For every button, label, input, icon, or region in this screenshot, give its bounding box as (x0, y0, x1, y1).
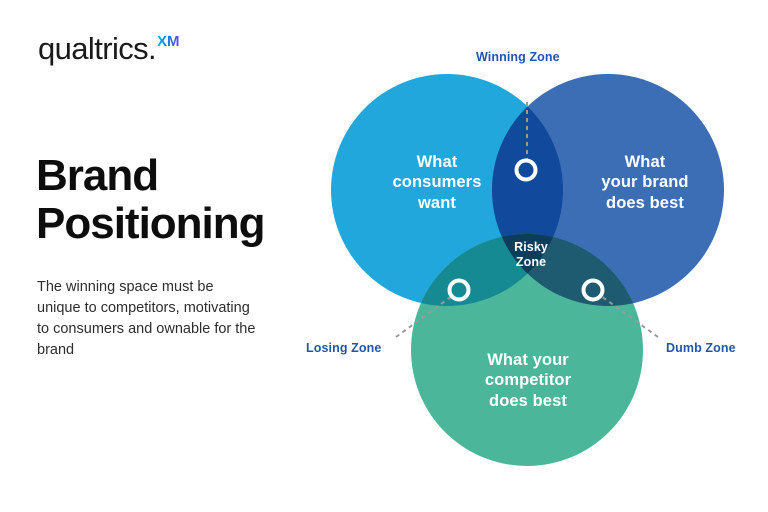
zone-label-winning: Winning Zone (476, 50, 560, 64)
marker-losing-zone[interactable] (447, 278, 471, 302)
connector-dumb-zone (600, 295, 659, 338)
marker-dumb-zone[interactable] (581, 278, 605, 302)
logo-xm-superscript: XM (157, 33, 180, 50)
zone-label-losing: Losing Zone (306, 341, 382, 355)
qualtrics-logo: qualtrics. XM (38, 33, 180, 64)
page-title: Brand Positioning (36, 151, 266, 248)
marker-winning-zone[interactable] (514, 158, 538, 182)
page-subtitle: The winning space must be unique to comp… (37, 279, 256, 359)
logo-wordmark: qualtrics. (38, 31, 157, 66)
connector-losing-zone (395, 295, 453, 338)
zone-label-dumb: Dumb Zone (666, 341, 736, 355)
